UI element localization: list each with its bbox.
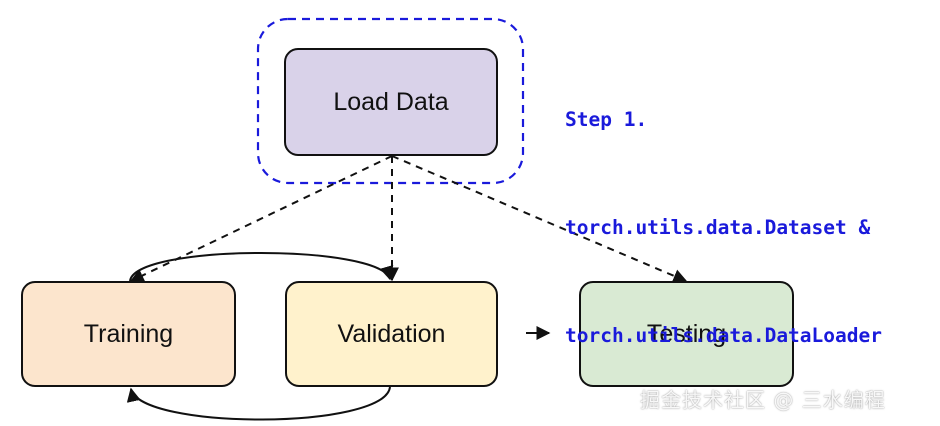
load-data-label: Load Data: [333, 87, 449, 116]
validation-label: Validation: [337, 319, 446, 348]
load-data-highlight-border: [256, 17, 525, 185]
step-note-line-2: torch.utils.data.Dataset &: [565, 216, 871, 239]
step-note-line-3: torch.utils.data.DataLoader: [565, 324, 882, 347]
edge-load-to-training: [129, 155, 393, 282]
edge-load-to-testing: [391, 155, 688, 283]
testing-label: Testing: [646, 319, 727, 348]
load-data-node: Load Data: [284, 48, 498, 156]
training-label: Training: [83, 319, 174, 348]
watermark-text: 掘金技术社区 @ 三水编程: [640, 388, 886, 412]
step-note-line-1: Step 1.: [565, 108, 648, 131]
validation-node: Validation: [285, 281, 498, 387]
training-node: Training: [21, 281, 236, 387]
edge-training-to-validation: [129, 252, 394, 282]
edge-validation-to-training: [126, 386, 391, 421]
testing-node: Testing: [579, 281, 794, 387]
step-note: Step 1. torch.utils.data.Dataset & torch…: [565, 30, 882, 426]
